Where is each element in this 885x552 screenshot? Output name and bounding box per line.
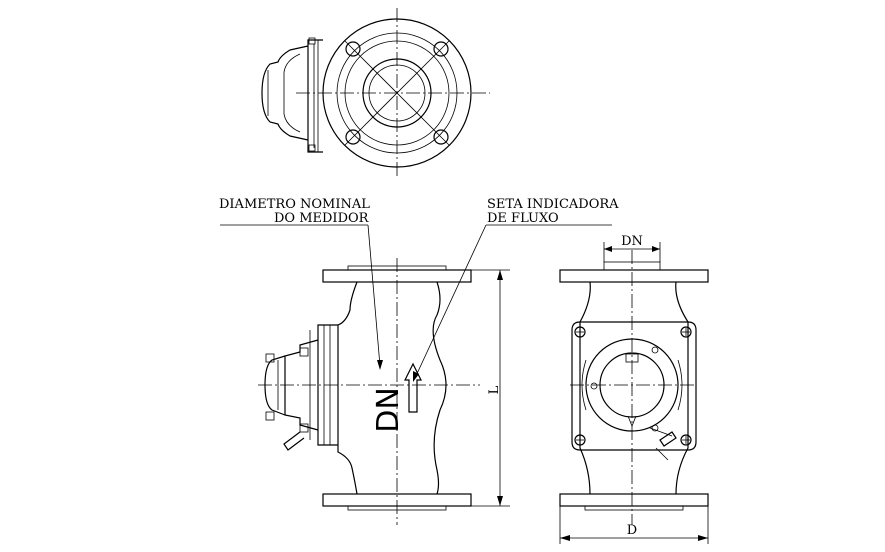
- d-dimension: [559, 506, 709, 544]
- seta-label-line1: SETA INDICADORA: [487, 197, 619, 212]
- front-view: [258, 258, 480, 525]
- leaders: [220, 224, 612, 382]
- dn-body-label: DN: [371, 387, 406, 433]
- d-dimension-label: D: [627, 523, 637, 538]
- length-label: L: [487, 385, 502, 394]
- diametro-label-line2: DO MEDIDOR: [274, 211, 370, 226]
- length-dimension: [471, 269, 510, 507]
- diametro-label-line1: DIAMETRO NOMINAL: [219, 197, 370, 212]
- side-view: [559, 250, 709, 525]
- dn-dimension: [603, 242, 661, 262]
- top-view: [261, 8, 490, 178]
- dn-dimension-label: DN: [621, 234, 643, 249]
- seta-label-line2: DE FLUXO: [487, 211, 559, 226]
